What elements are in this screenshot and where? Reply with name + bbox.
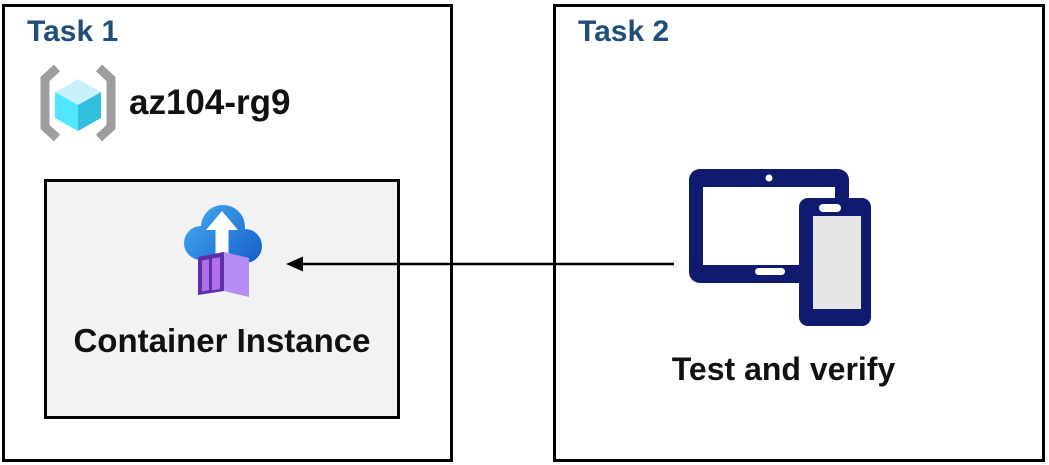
test-and-verify-label: Test and verify — [671, 351, 896, 387]
container-box — [198, 252, 249, 297]
container-instance-box: Container Instance — [44, 179, 400, 419]
container-instance-label: Container Instance — [73, 322, 371, 359]
container-instance-icon — [184, 205, 262, 297]
task2-title: Task 2 — [578, 15, 670, 48]
upload-arrow — [206, 211, 238, 258]
devices-icon — [689, 169, 871, 326]
task1-box: Task 1 az104-rg9 — [2, 4, 453, 462]
phone-shape — [799, 198, 871, 326]
task2-box: Task 2 Test and verify — [553, 4, 1045, 462]
task1-title: Task 1 — [27, 15, 119, 48]
resource-group-name: az104-rg9 — [129, 83, 291, 122]
resource-group-icon — [40, 64, 116, 142]
